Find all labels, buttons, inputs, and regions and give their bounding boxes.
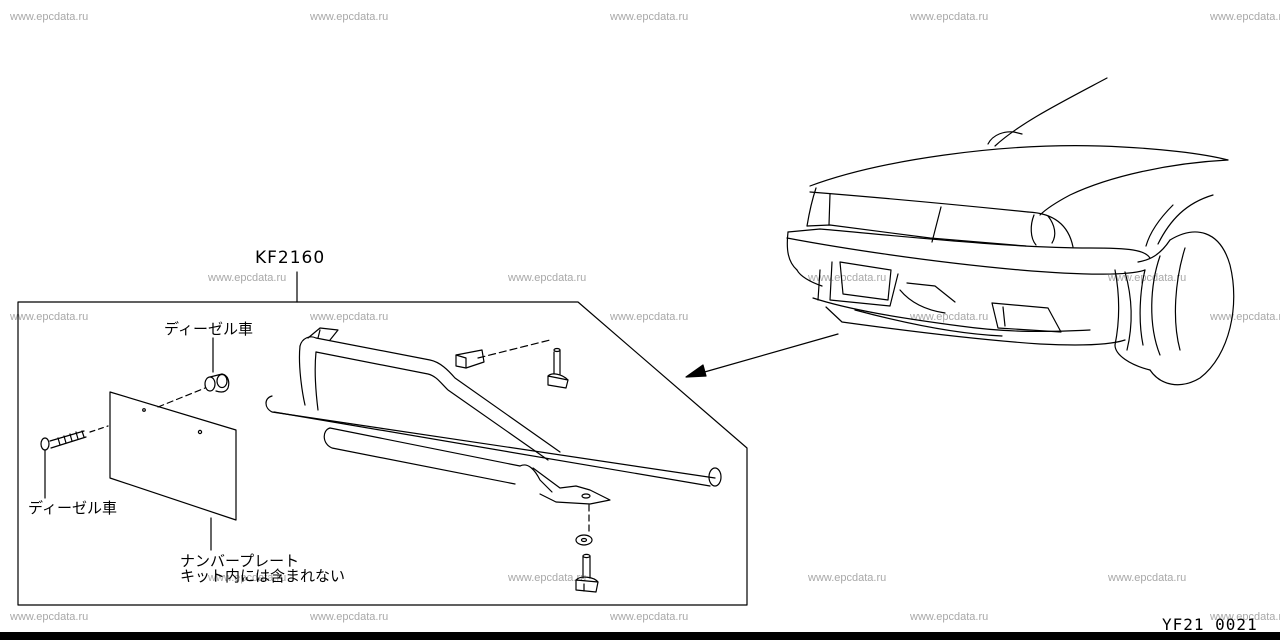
watermark: www.epcdata.ru bbox=[208, 572, 287, 584]
spacer-dashed-guide bbox=[158, 388, 205, 407]
watermark: www.epcdata.ru bbox=[508, 572, 587, 584]
watermark: www.epcdata.ru bbox=[610, 311, 689, 323]
watermark: www.epcdata.ru bbox=[808, 572, 887, 584]
watermark: www.epcdata.ru bbox=[1210, 611, 1280, 623]
screw-dashed-guide bbox=[90, 426, 108, 432]
watermark: www.epcdata.ru bbox=[10, 11, 89, 23]
plate-screw bbox=[41, 431, 86, 450]
lower-bolt bbox=[576, 554, 598, 592]
diesel-spacer bbox=[205, 374, 229, 392]
number-plate bbox=[110, 392, 236, 520]
watermark: www.epcdata.ru bbox=[910, 311, 989, 323]
watermark: www.epcdata.ru bbox=[1108, 572, 1187, 584]
part-code-label: KF2160 bbox=[255, 248, 326, 268]
arrowhead bbox=[686, 365, 706, 377]
bottom-bar bbox=[0, 632, 1280, 640]
watermark: www.epcdata.ru bbox=[310, 11, 389, 23]
label-diesel-left: ディーゼル車 bbox=[28, 499, 117, 517]
watermark: www.epcdata.ru bbox=[808, 272, 887, 284]
upper-bolt bbox=[548, 349, 568, 389]
lower-washer bbox=[576, 535, 592, 545]
watermark: www.epcdata.ru bbox=[310, 311, 389, 323]
watermark: www.epcdata.ru bbox=[1210, 311, 1280, 323]
figure-id: YF21 0021 bbox=[1162, 615, 1258, 634]
watermark: www.epcdata.ru bbox=[1210, 11, 1280, 23]
watermark: www.epcdata.ru bbox=[10, 311, 89, 323]
label-diesel-top: ディーゼル車 bbox=[164, 320, 253, 338]
watermark: www.epcdata.ru bbox=[310, 611, 389, 623]
label-number-plate-line1: ナンバープレート bbox=[180, 552, 300, 570]
bar-dashed-guide bbox=[478, 340, 550, 358]
watermark: www.epcdata.ru bbox=[10, 611, 89, 623]
car-front-illustration bbox=[787, 78, 1234, 385]
watermark: www.epcdata.ru bbox=[910, 611, 989, 623]
watermark: www.epcdata.ru bbox=[610, 611, 689, 623]
callout-frame bbox=[18, 302, 747, 605]
watermark: www.epcdata.ru bbox=[508, 272, 587, 284]
grille-guard bbox=[266, 328, 721, 504]
watermark: www.epcdata.ru bbox=[910, 11, 989, 23]
watermark: www.epcdata.ru bbox=[208, 272, 287, 284]
watermark: www.epcdata.ru bbox=[610, 11, 689, 23]
direction-arrow bbox=[694, 334, 838, 375]
label-number-plate-line2: キット内には含まれない bbox=[180, 567, 346, 585]
